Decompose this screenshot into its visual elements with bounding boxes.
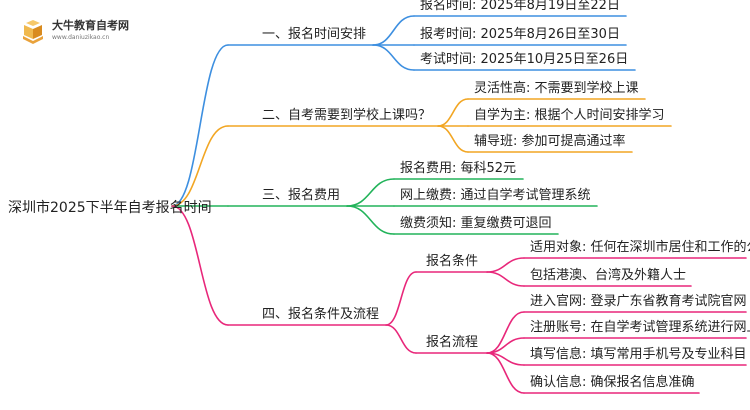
branch-4-sub-2-connector <box>385 324 417 354</box>
site-logo: 大牛教育自考网 www.daniuzikao.cn <box>20 18 180 48</box>
branch-1-leaf-1: 报名时间: 2025年8月19日至22日 <box>420 0 620 13</box>
branch-4-sub-1-leaf-2: 包括港澳、台湾及外籍人士 <box>530 268 687 283</box>
branch-3-leaf-3: 缴费须知: 重复缴费可退回 <box>400 216 552 231</box>
branch-1-leaf-3: 考试时间: 2025年10月25日至26日 <box>420 52 629 67</box>
branch-2-leaf-1: 灵活性高: 不需要到学校上课 <box>474 81 639 96</box>
book-logo-icon <box>23 20 43 44</box>
branch-4-label: 四、报名条件及流程 <box>262 307 380 322</box>
branch-3-leaf-3-connector <box>346 205 395 235</box>
branch-1-connector <box>171 44 229 207</box>
branch-1-leaf-1-connector <box>372 15 415 46</box>
branch-4-sub-2-leaf-1-connector <box>486 311 525 354</box>
branch-3-leaf-1-connector <box>346 178 395 207</box>
branch-2-leaf-3: 辅导班: 参加可提高通过率 <box>474 134 626 149</box>
branch-2-leaf-1-connector <box>437 98 469 127</box>
branch-1-leaf-3-connector <box>372 44 415 71</box>
branch-4-sub-1-label: 报名条件 <box>426 254 479 269</box>
branch-1-label: 一、报名时间安排 <box>262 27 367 42</box>
branch-4-sub-1-leaf-1-connector <box>486 257 525 273</box>
branch-4-sub-1-leaf-1: 适用对象: 任何在深圳市居住和工作的公民 <box>530 240 750 255</box>
branch-4-connector <box>171 205 229 326</box>
branch-1-leaf-2: 报考时间: 2025年8月26日至30日 <box>420 27 620 42</box>
mindmap-root: 深圳市2025下半年自考报名时间 <box>8 200 212 216</box>
branch-4-sub-1-leaf-2-connector <box>486 271 525 287</box>
branch-2-connector <box>171 125 229 207</box>
branch-4-sub-2-leaf-1: 进入官网: 登录广东省教育考试院官网 <box>530 294 747 309</box>
branch-2-leaf-3-connector <box>437 125 469 153</box>
branch-2-label: 二、自考需要到学校上课吗？ <box>262 108 432 123</box>
logo-url: www.daniuzikao.cn <box>52 34 110 41</box>
branch-2-leaf-2: 自学为主: 根据个人时间安排学习 <box>474 108 665 123</box>
branch-4-sub-2-label: 报名流程 <box>426 335 479 350</box>
branch-4-sub-2-leaf-2: 注册账号: 在自学考试管理系统进行网上报名 <box>530 320 750 335</box>
branch-4-sub-1-connector <box>385 271 417 326</box>
branch-4-sub-2-leaf-4-connector <box>486 352 525 394</box>
logo-title: 大牛教育自考网 <box>52 19 129 32</box>
branch-4-sub-2-leaf-4: 确认信息: 确保报名信息准确 <box>530 375 695 390</box>
branch-3-label: 三、报名费用 <box>262 188 341 203</box>
branch-3-leaf-2: 网上缴费: 通过自学考试管理系统 <box>400 188 591 203</box>
branch-3-leaf-1: 报名费用: 每科52元 <box>400 161 517 176</box>
branch-4-sub-2-leaf-3: 填写信息: 填写常用手机号及专业科目 <box>530 347 747 362</box>
